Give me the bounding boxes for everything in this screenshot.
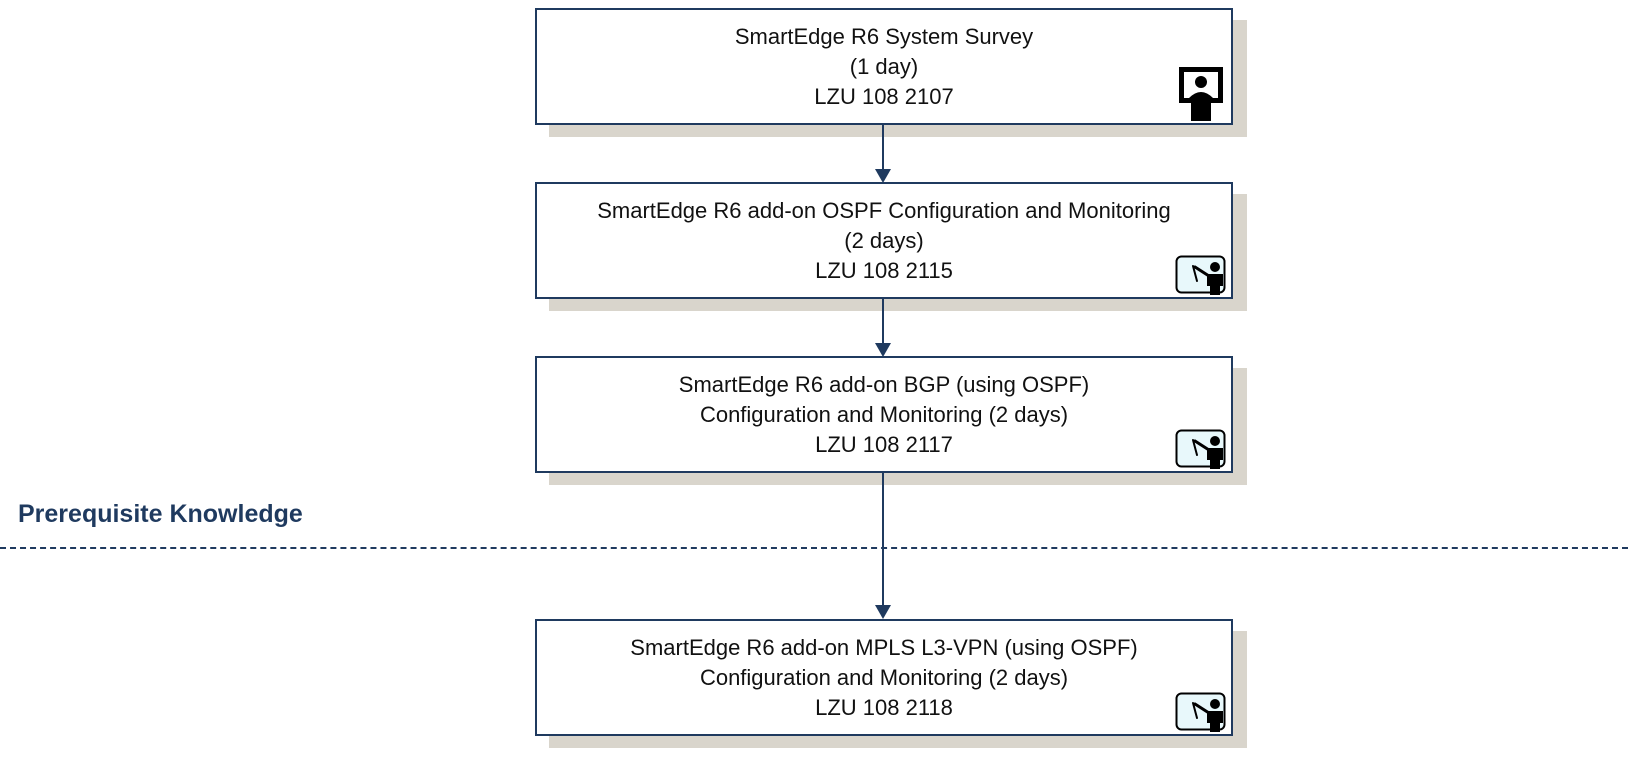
prerequisite-divider (0, 547, 1628, 549)
arrowhead-1 (875, 169, 891, 183)
course-code: LZU 108 2107 (814, 83, 954, 109)
course-box-ospf: SmartEdge R6 add-on OSPF Configuration a… (535, 182, 1233, 299)
connector-3 (882, 473, 884, 608)
course-title: SmartEdge R6 add-on OSPF Configuration a… (597, 197, 1171, 223)
arrowhead-3 (875, 605, 891, 619)
instructor-led-icon (1175, 429, 1226, 469)
prerequisite-knowledge-label: Prerequisite Knowledge (18, 500, 303, 528)
connector-1 (882, 125, 884, 170)
course-title: SmartEdge R6 add-on BGP (using OSPF) (678, 371, 1090, 397)
course-code: LZU 108 2115 (815, 257, 953, 283)
course-box-bgp: SmartEdge R6 add-on BGP (using OSPF) Con… (535, 356, 1233, 473)
course-duration: Configuration and Monitoring (2 days) (699, 664, 1069, 690)
course-box-system-survey: SmartEdge R6 System Survey (1 day) LZU 1… (535, 8, 1233, 125)
course-code: LZU 108 2118 (815, 694, 953, 720)
instructor-led-icon (1175, 692, 1226, 732)
course-code: LZU 108 2117 (815, 431, 953, 457)
course-title: SmartEdge R6 add-on MPLS L3-VPN (using O… (630, 634, 1138, 660)
connector-2 (882, 299, 884, 344)
course-title: SmartEdge R6 System Survey (734, 23, 1034, 49)
instructor-led-icon (1175, 255, 1226, 295)
web-training-icon (1179, 67, 1223, 121)
course-box-mpls: SmartEdge R6 add-on MPLS L3-VPN (using O… (535, 619, 1233, 736)
course-duration: (2 days) (844, 227, 924, 253)
course-duration: (1 day) (849, 53, 919, 79)
arrowhead-2 (875, 343, 891, 357)
course-duration: Configuration and Monitoring (2 days) (699, 401, 1069, 427)
